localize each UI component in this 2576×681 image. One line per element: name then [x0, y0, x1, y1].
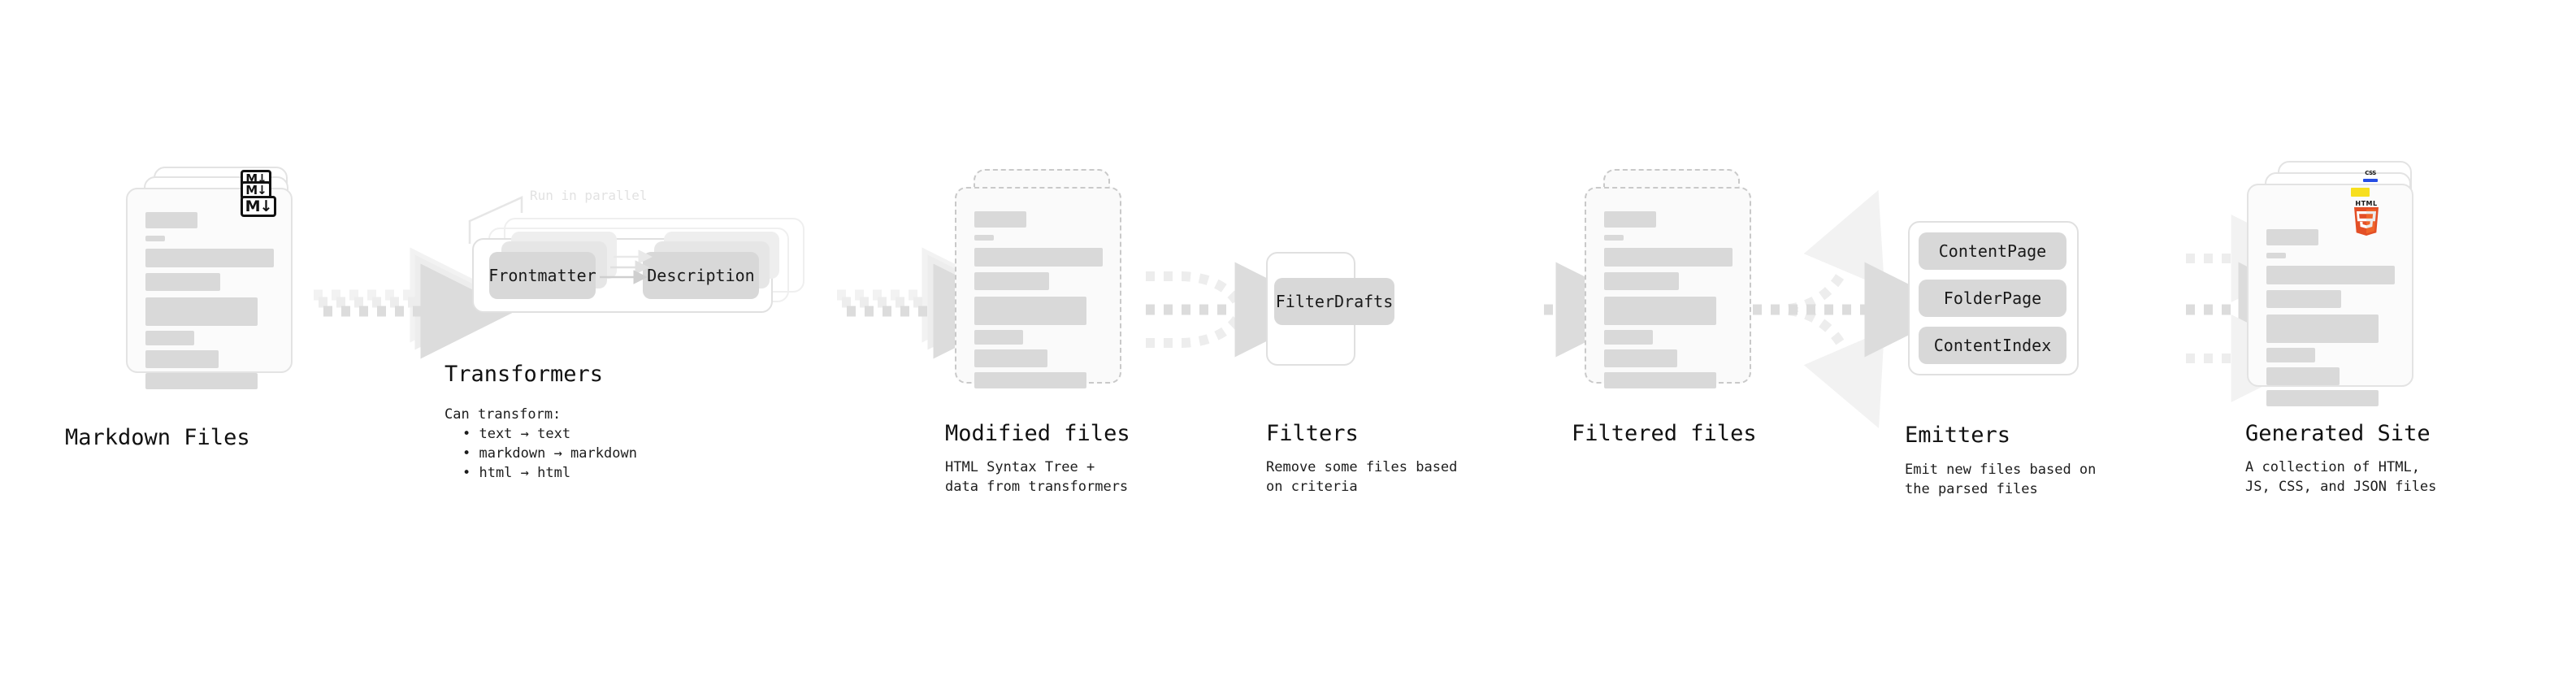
card-bar: [2266, 390, 2379, 406]
markdown-badge-text: M↓: [245, 197, 273, 215]
stage-title-filters: Filters: [1266, 421, 1359, 446]
stage-title-filtered: Filtered files: [1572, 421, 1757, 446]
stage-title-emitters: Emitters: [1905, 423, 2011, 448]
arrow-emitters-to-generated: [2186, 215, 2334, 402]
arrow-modified-to-filters: [1146, 262, 1330, 358]
emitter-node-contentindex[interactable]: ContentIndex: [1919, 327, 2066, 364]
stage-modified-files: Modified files HTML Syntax Tree + data f…: [945, 163, 1142, 495]
stage-desc-transformers-item-2: • html → html: [462, 465, 571, 481]
markdown-card-front: [126, 188, 293, 389]
stage-desc-transformers-item-1: • markdown → markdown: [462, 445, 637, 462]
parallel-note: Run in parallel: [530, 188, 648, 203]
card-bar: [2266, 314, 2379, 343]
card-bar: [974, 211, 1026, 228]
filter-node-filterdrafts[interactable]: FilterDrafts: [1274, 278, 1394, 325]
card-bar: [974, 297, 1086, 325]
card-bar: [2266, 253, 2286, 258]
card-bar: [2266, 290, 2341, 308]
stage-title-generated: Generated Site: [2245, 421, 2431, 446]
card-bar: [974, 330, 1023, 345]
card-bar: [974, 248, 1103, 267]
filtered-card-stack: [1585, 163, 1772, 406]
stage-generated-site: CSS HTML Generated Site A collection of …: [2245, 161, 2442, 495]
arrow-transformers-to-modified: [837, 247, 1029, 359]
html5-icon-label: HTML: [2355, 200, 2378, 207]
stage-title-transformers: Transformers: [445, 362, 604, 387]
card-bar: [145, 273, 220, 291]
stage-desc-transformers-item-0: • text → text: [462, 426, 571, 442]
card-bar: [974, 372, 1086, 388]
js-icon: [2351, 188, 2370, 197]
card-bar: [974, 235, 994, 241]
stage-filtered-files: Filtered files: [1572, 163, 1772, 446]
card-bar: [145, 249, 274, 267]
generated-card-stack: CSS HTML: [2247, 161, 2442, 406]
card-bar: [1604, 330, 1653, 345]
modified-card-stack: [955, 163, 1142, 406]
generated-card-front-html: [2247, 184, 2413, 406]
card-bar: [1604, 372, 1716, 388]
card-bar: [2266, 266, 2395, 284]
card-bar: [2266, 348, 2315, 362]
card-bar: [1604, 235, 1624, 241]
css-icon-label: CSS: [2365, 170, 2376, 176]
modified-card-front: [955, 187, 1121, 388]
html5-icon: HTML: [2352, 200, 2381, 236]
card-bar: [145, 350, 219, 368]
emitter-node-contentpage[interactable]: ContentPage: [1919, 232, 2066, 270]
card-bar: [145, 331, 194, 345]
filtered-card-front: [1585, 187, 1751, 388]
arrow-markdown-to-transformers: [314, 247, 516, 359]
card-bar: [1604, 248, 1733, 267]
stage-desc-emitters: Emit new files based on the parsed files: [1905, 462, 2097, 497]
stage-desc-generated: A collection of HTML, JS, CSS, and JSON …: [2245, 459, 2437, 495]
card-bar: [1604, 297, 1716, 325]
card-bar: [145, 212, 197, 228]
card-bar: [145, 373, 258, 389]
card-bar: [145, 297, 258, 326]
stage-desc-filters: Remove some files based on criteria: [1266, 459, 1458, 495]
stage-desc-modified: HTML Syntax Tree + data from transformer…: [945, 459, 1129, 495]
transformer-node-frontmatter[interactable]: Frontmatter: [488, 252, 596, 299]
card-bar: [2266, 367, 2340, 385]
card-bar: [1604, 211, 1656, 228]
card-bar: [974, 349, 1047, 367]
markdown-card-stack: M↓ M↓ M↓: [126, 167, 313, 410]
card-bar: [1604, 272, 1679, 290]
card-bar: [145, 236, 165, 241]
card-bar: [2266, 229, 2318, 245]
stage-title-modified: Modified files: [945, 421, 1130, 446]
stage-title-markdown: Markdown Files: [65, 425, 250, 450]
card-bar: [974, 272, 1049, 290]
css-icon: CSS: [2363, 170, 2378, 182]
markdown-badge-text: M↓: [245, 183, 267, 197]
stage-desc-transformers-heading: Can transform:: [445, 406, 562, 423]
card-bar: [1604, 349, 1677, 367]
transformer-node-description[interactable]: Description: [643, 252, 759, 299]
stage-markdown-files: M↓ M↓ M↓ Markdown Files: [65, 167, 313, 450]
markdown-badge-front: M↓: [241, 196, 276, 217]
emitter-node-folderpage[interactable]: FolderPage: [1919, 280, 2066, 317]
